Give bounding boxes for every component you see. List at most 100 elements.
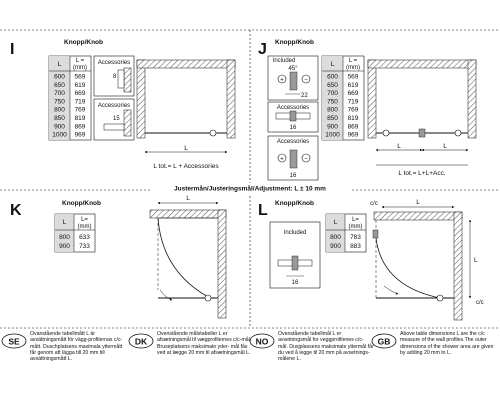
- panel-l-letter: L: [258, 202, 268, 219]
- panel-i-table-header-left: L: [58, 61, 62, 68]
- panel-i-accessory-label-2: Accessories: [98, 103, 130, 109]
- panel-i-bottom-label: L tot.= L + Accessories: [153, 163, 219, 170]
- language-code-no: NO: [256, 337, 269, 347]
- panel-j-title: Knopp/Knob: [275, 39, 314, 46]
- panel-l-l-top: L: [416, 199, 420, 206]
- panel-i-table-cell-value: 719: [75, 98, 86, 105]
- panel-j-table-header-left: L: [331, 61, 335, 68]
- panel-i-dim-8: 8: [113, 74, 117, 80]
- panel-l-table-cell-value: 783: [350, 234, 361, 241]
- panel-l-table-header-left: L: [334, 219, 338, 226]
- panel-i-table-cell-l: 1000: [52, 132, 67, 139]
- panel-i-table-cell-l: 700: [54, 90, 65, 97]
- panel-k-table-cell-value: 633: [79, 234, 90, 241]
- svg-text:(mm): (mm): [346, 65, 360, 71]
- panel-i-letter: I: [10, 41, 14, 58]
- panel-i-table-cell-value: 569: [75, 74, 86, 81]
- language-code-dk: DK: [135, 337, 148, 347]
- language-code-gb: GB: [378, 337, 391, 347]
- panel-i-dim-15: 15: [113, 116, 120, 122]
- language-badge-gb: [371, 333, 397, 349]
- panel-l-corner: L c/c L c/c: [370, 199, 484, 321]
- panel-j-dim-22: 22: [301, 93, 308, 99]
- panel-j-included-label: Included: [273, 58, 296, 64]
- panel-k-corner: L: [149, 195, 227, 319]
- panel-i-table-cell-l: 750: [54, 98, 65, 105]
- panel-j-table-cell-l: 900: [327, 123, 338, 130]
- adjustment-label: Justermån/Justeringsmål/Adjustment: L ± …: [174, 185, 326, 193]
- panel-i-niche: L L tot.= L + Accessories: [136, 59, 236, 170]
- panel-l-table-cell-l: 900: [330, 243, 341, 250]
- svg-text:L =: L =: [349, 58, 358, 64]
- svg-text:L=: L=: [81, 217, 88, 223]
- panel-k-letter: K: [10, 202, 22, 219]
- panel-l-included-box: [269, 221, 321, 289]
- footer-text-se: Ovanstående tabellmått L är avsättningsm…: [30, 331, 123, 363]
- panel-j-table-cell-value: 819: [348, 115, 359, 122]
- panel-j-l-label-a: L: [397, 143, 401, 150]
- panel-l-cc-side: c/c: [476, 300, 484, 306]
- svg-text:(mm): (mm): [73, 65, 87, 71]
- panel-k-table: L L= (mm) 800 633 900 733: [54, 213, 96, 253]
- panel-j-angle-label: 45°: [288, 66, 298, 72]
- panel-i-table-cell-value: 769: [75, 107, 86, 114]
- panel-l-dim-16: 16: [292, 280, 299, 286]
- panel-k-table-cell-l: 800: [59, 234, 70, 241]
- language-badge-dk: [128, 333, 154, 349]
- panel-j-accessory-label-1: Accessories: [277, 105, 309, 111]
- svg-text:(mm): (mm): [78, 224, 92, 230]
- panel-i-table-cell-value: 869: [75, 123, 86, 130]
- adjustment-label-bg: [150, 183, 350, 193]
- svg-text:+: +: [280, 78, 284, 84]
- panel-j-bottom-label: L tot.= L+L+Acc.: [398, 170, 445, 177]
- panel-i-l-label: L: [184, 145, 188, 152]
- panel-i: I Knopp/Knob L L = (mm) 600 569 650 619 700 6…: [10, 39, 236, 170]
- panel-j-table-cell-value: 769: [348, 107, 359, 114]
- panel-k-title: Knopp/Knob: [62, 200, 101, 207]
- panel-j-dim-16b: 16: [290, 173, 297, 179]
- footer-text-no: Ovenstående tabellmål L er avsetningsmål…: [278, 331, 374, 363]
- panel-l-table-cell-l: 800: [330, 234, 341, 241]
- panel-j-table-cell-l: 600: [327, 74, 338, 81]
- panel-j-table-cell-l: 650: [327, 82, 338, 89]
- panel-i-accessory-label-1: Accessories: [98, 60, 130, 66]
- panel-i-table-cell-l: 850: [54, 115, 65, 122]
- footer-text-dk: Ovenstående målstabeller L er afsætnings…: [157, 331, 252, 356]
- panel-k-table-header-left: L: [63, 219, 67, 226]
- panel-l-included-label: Included: [284, 230, 307, 236]
- panel-i-table-cell-value: 669: [75, 90, 86, 97]
- footer-text-gb: Above table dimensions L are the c/c mea…: [400, 331, 494, 356]
- panel-j-table-cell-l: 800: [327, 107, 338, 114]
- svg-text:L=: L=: [352, 217, 359, 223]
- panel-i-table-cell-l: 650: [54, 82, 65, 89]
- panel-j-table-cell-l: 850: [327, 115, 338, 122]
- panel-j-letter: J: [258, 41, 267, 58]
- panel-i-table-cell-l: 600: [54, 74, 65, 81]
- panel-i-table-cell-value: 969: [75, 132, 86, 139]
- panel-l-table-cell-value: 883: [350, 243, 361, 250]
- language-code-se: SE: [8, 337, 20, 347]
- panel-j-table-cell-value: 569: [348, 74, 359, 81]
- panel-i-title: Knopp/Knob: [64, 39, 103, 46]
- panel-i-table-cell-value: 819: [75, 115, 86, 122]
- panel-j-table-cell-value: 719: [348, 98, 359, 105]
- footer-language-badges: SE DK NO GB: [1, 333, 397, 349]
- panel-j-table-cell-l: 700: [327, 90, 338, 97]
- panel-j-table-cell-l: 1000: [325, 132, 340, 139]
- panel-i-table-cell-value: 619: [75, 82, 86, 89]
- panel-k-l-label: L: [186, 195, 190, 202]
- svg-text:L =: L =: [76, 58, 85, 64]
- panel-i-table-cell-l: 900: [54, 123, 65, 130]
- panel-j-dim-16a: 16: [290, 125, 297, 131]
- panel-l-l-side: L: [474, 257, 478, 264]
- panel-k-table-cell-l: 900: [59, 243, 70, 250]
- language-badge-se: [1, 333, 27, 349]
- panel-k-table-cell-value: 733: [79, 243, 90, 250]
- plus-icon: [277, 74, 287, 84]
- panel-k: K Knopp/Knob L L= (mm) 800 633 900 733 L: [10, 195, 227, 319]
